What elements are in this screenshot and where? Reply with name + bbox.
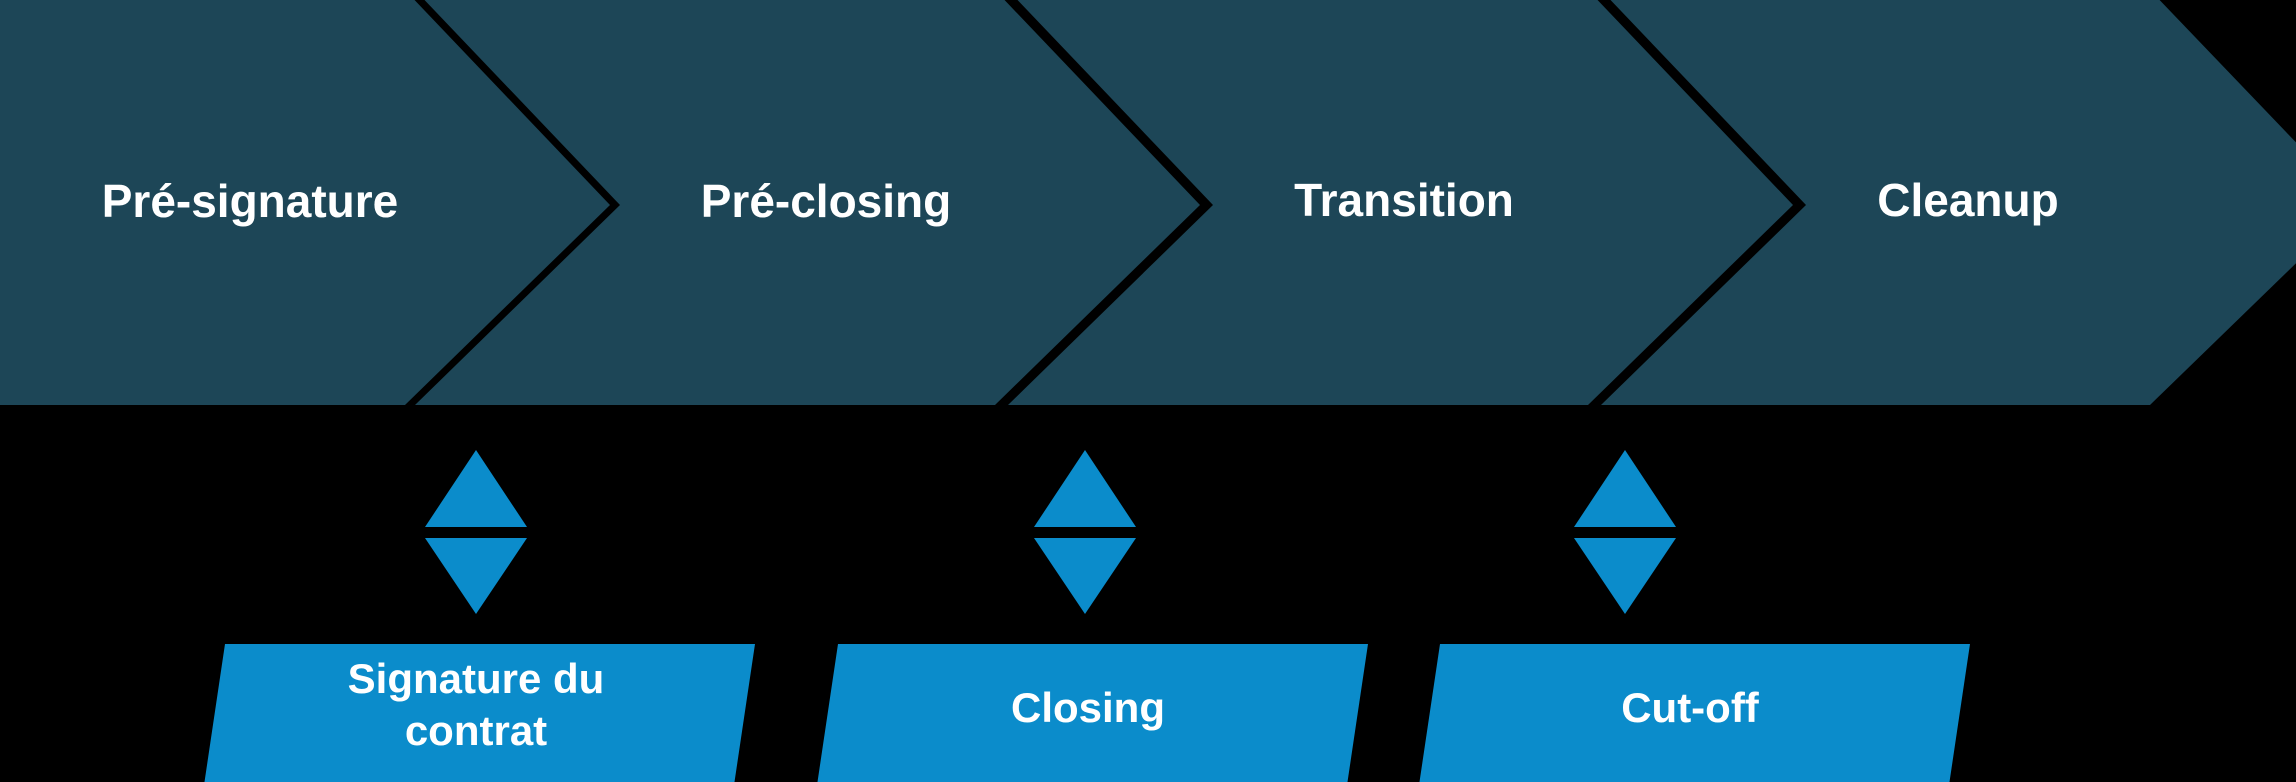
chevron-shape xyxy=(415,0,1200,405)
phase-label-pre-signature: Pré-signature xyxy=(102,175,399,227)
diamond-lower-triangle-icon xyxy=(425,538,527,614)
chevron-shape xyxy=(1008,0,1793,405)
phase-chevron-pre-signature[interactable]: Pré-signature xyxy=(0,0,610,405)
milestone-chip-cut-off[interactable]: Cut-off xyxy=(1418,644,1970,782)
milestone-chip-closing[interactable]: Closing xyxy=(816,644,1368,782)
milestone-chip-signature-du-contrat[interactable]: Signature du contrat xyxy=(203,644,755,782)
parallelogram-shape xyxy=(817,644,1368,782)
diamond-lower-triangle-icon xyxy=(1034,538,1136,614)
chevron-shape xyxy=(1601,0,2296,405)
chevron-shape xyxy=(0,0,610,405)
phase-chevron-cleanup[interactable]: Cleanup xyxy=(1601,0,2296,405)
milestone-label-line1: Cut-off xyxy=(1621,684,1760,731)
milestone-labels: Signature du contrat Closing Cut-off xyxy=(203,644,1970,782)
phase-band: Pré-signature Pré-closing Transition Cle… xyxy=(0,0,2296,405)
phase-label-pre-closing: Pré-closing xyxy=(701,175,952,227)
milestone-marker-cut-off[interactable] xyxy=(1574,450,1676,614)
phase-label-cleanup: Cleanup xyxy=(1877,174,2058,226)
phase-chevron-pre-closing[interactable]: Pré-closing xyxy=(415,0,1200,405)
milestone-label-line2: contrat xyxy=(405,707,547,754)
milestone-markers xyxy=(425,450,1676,614)
parallelogram-shape xyxy=(204,644,755,782)
diamond-upper-triangle-icon xyxy=(1574,450,1676,527)
phase-chevron-transition[interactable]: Transition xyxy=(1008,0,1793,405)
diamond-upper-triangle-icon xyxy=(425,450,527,527)
diamond-lower-triangle-icon xyxy=(1574,538,1676,614)
phase-label-transition: Transition xyxy=(1294,174,1514,226)
milestone-marker-closing[interactable] xyxy=(1034,450,1136,614)
milestone-marker-signature-du-contrat[interactable] xyxy=(425,450,527,614)
diamond-upper-triangle-icon xyxy=(1034,450,1136,527)
milestone-label-line1: Closing xyxy=(1011,684,1165,731)
parallelogram-shape xyxy=(1419,644,1970,782)
milestone-label-line1: Signature du xyxy=(348,655,605,702)
